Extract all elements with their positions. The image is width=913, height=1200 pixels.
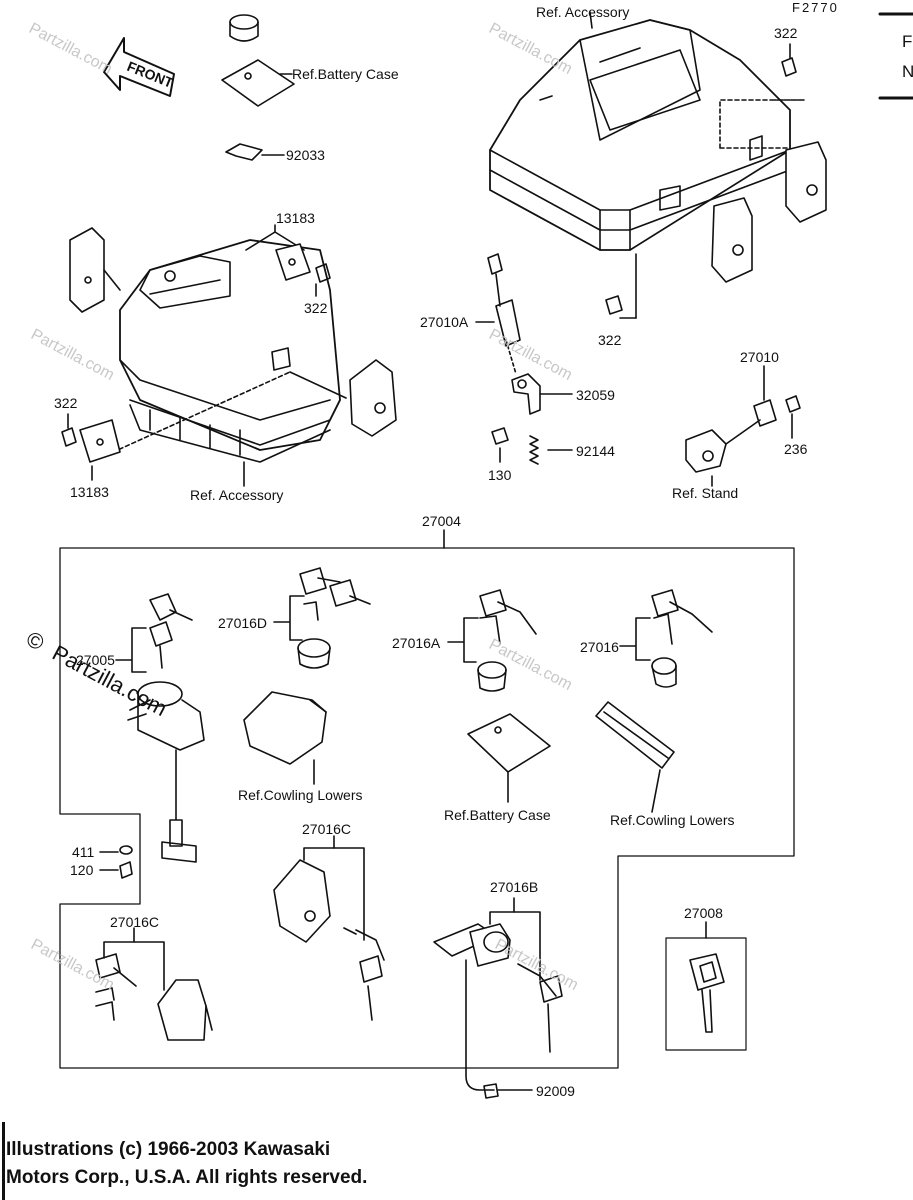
lock-27016C-center-icon: [273, 859, 385, 1021]
label-236: 236: [784, 441, 808, 457]
lock-27016A-icon: [477, 589, 537, 692]
front-arrow-icon: FRONT: [103, 37, 176, 97]
screw-92009-icon: [483, 1083, 499, 1099]
trunk-side-plate-left-icon: [711, 197, 753, 283]
label-92009: 92009: [536, 1083, 575, 1099]
bolt-322-top-bottom-icon: [605, 295, 623, 315]
label-ref-cowling-lowers-a: Ref.Cowling Lowers: [238, 787, 363, 803]
label-ref-stand: Ref. Stand: [672, 485, 739, 501]
clip-92033-icon: [225, 143, 263, 161]
bolt-236-icon: [785, 395, 801, 413]
label-27008: 27008: [684, 905, 723, 921]
copyright-notice: Illustrations (c) 1966-2003 Kawasaki Mot…: [6, 1136, 367, 1192]
label-ref-accessory-bottom: Ref. Accessory: [190, 487, 284, 503]
trunk-left-latch-icon: [69, 227, 121, 313]
label-ref-accessory-top: Ref. Accessory: [536, 4, 630, 20]
label-27016: 27016: [580, 639, 619, 655]
lock-27016-icon: [651, 589, 713, 688]
trunk-top-icon: [489, 19, 791, 251]
key-27008-icon: [689, 953, 725, 1033]
label-27016A: 27016A: [392, 635, 441, 651]
trunk-left-icon: [119, 239, 341, 463]
edge-letter-f: F: [902, 32, 913, 51]
lock-27016B-icon: [433, 923, 563, 1053]
label-27016C-center: 27016C: [302, 821, 352, 837]
label-ref-battery-case-top: Ref.Battery Case: [292, 66, 399, 82]
ignition-switch-27005-icon: [127, 593, 205, 863]
label-130: 130: [488, 467, 512, 483]
label-13183-top: 13183: [276, 210, 315, 226]
copyright-bar: [2, 1122, 5, 1200]
label-27004: 27004: [422, 513, 461, 529]
bolt-120-icon: [119, 861, 133, 879]
bolt-322-left-top-icon: [315, 263, 331, 283]
label-27010A: 27010A: [420, 314, 469, 330]
label-322-top-right: 322: [774, 25, 798, 41]
label-411: 411: [72, 844, 95, 860]
lock-27016D-icon: [297, 567, 371, 669]
label-27016B: 27016B: [490, 879, 539, 895]
battery-case-plate-icon: [221, 59, 295, 107]
corner-code: F2770: [792, 0, 839, 15]
washer-411-icon: [119, 845, 133, 855]
label-ref-battery-case-b: Ref.Battery Case: [444, 807, 551, 823]
battery-case-cap-icon: [229, 14, 259, 42]
label-322-left-bottom: 322: [54, 395, 78, 411]
label-322-top-bottom: 322: [598, 332, 622, 348]
lock-27016C-left-icon: [95, 953, 213, 1041]
label-92144: 92144: [576, 443, 615, 459]
edge-letter-n: N: [902, 62, 913, 81]
label-92033: 92033: [286, 147, 325, 163]
bolt-130-icon: [491, 427, 509, 445]
spring-92144-icon: [529, 435, 539, 465]
label-120: 120: [70, 862, 94, 878]
battery-case-plate-b-icon: [467, 713, 551, 773]
bolt-322-top-right-icon: [781, 57, 797, 77]
label-27016D: 27016D: [218, 615, 268, 631]
copyright-line-2: Motors Corp., U.S.A. All rights reserved…: [6, 1167, 368, 1188]
plate-13183-bottom-icon: [79, 419, 121, 463]
label-13183-bottom: 13183: [70, 484, 109, 500]
label-32059: 32059: [576, 387, 615, 403]
label-27010: 27010: [740, 349, 779, 365]
label-27016C-left: 27016C: [110, 914, 160, 930]
label-322-left-top: 322: [304, 300, 328, 316]
trunk-side-plate-right-icon: [785, 141, 827, 223]
stand-switch-27010-icon: [685, 399, 777, 473]
label-ref-cowling-lowers-b: Ref.Cowling Lowers: [610, 812, 735, 828]
label-27005: 27005: [76, 652, 115, 668]
key-27010A-icon: [487, 253, 521, 347]
copyright-line-1: Illustrations (c) 1966-2003 Kawasaki: [6, 1139, 331, 1160]
bracket-32059-icon: [511, 373, 541, 415]
plate-13183-top-icon: [275, 243, 311, 281]
bolt-322-left-bottom-icon: [61, 427, 77, 447]
cowling-lid-b-icon: [595, 701, 675, 769]
cowling-lid-a-icon: [243, 691, 327, 765]
trunk-right-latch-icon: [349, 359, 397, 437]
